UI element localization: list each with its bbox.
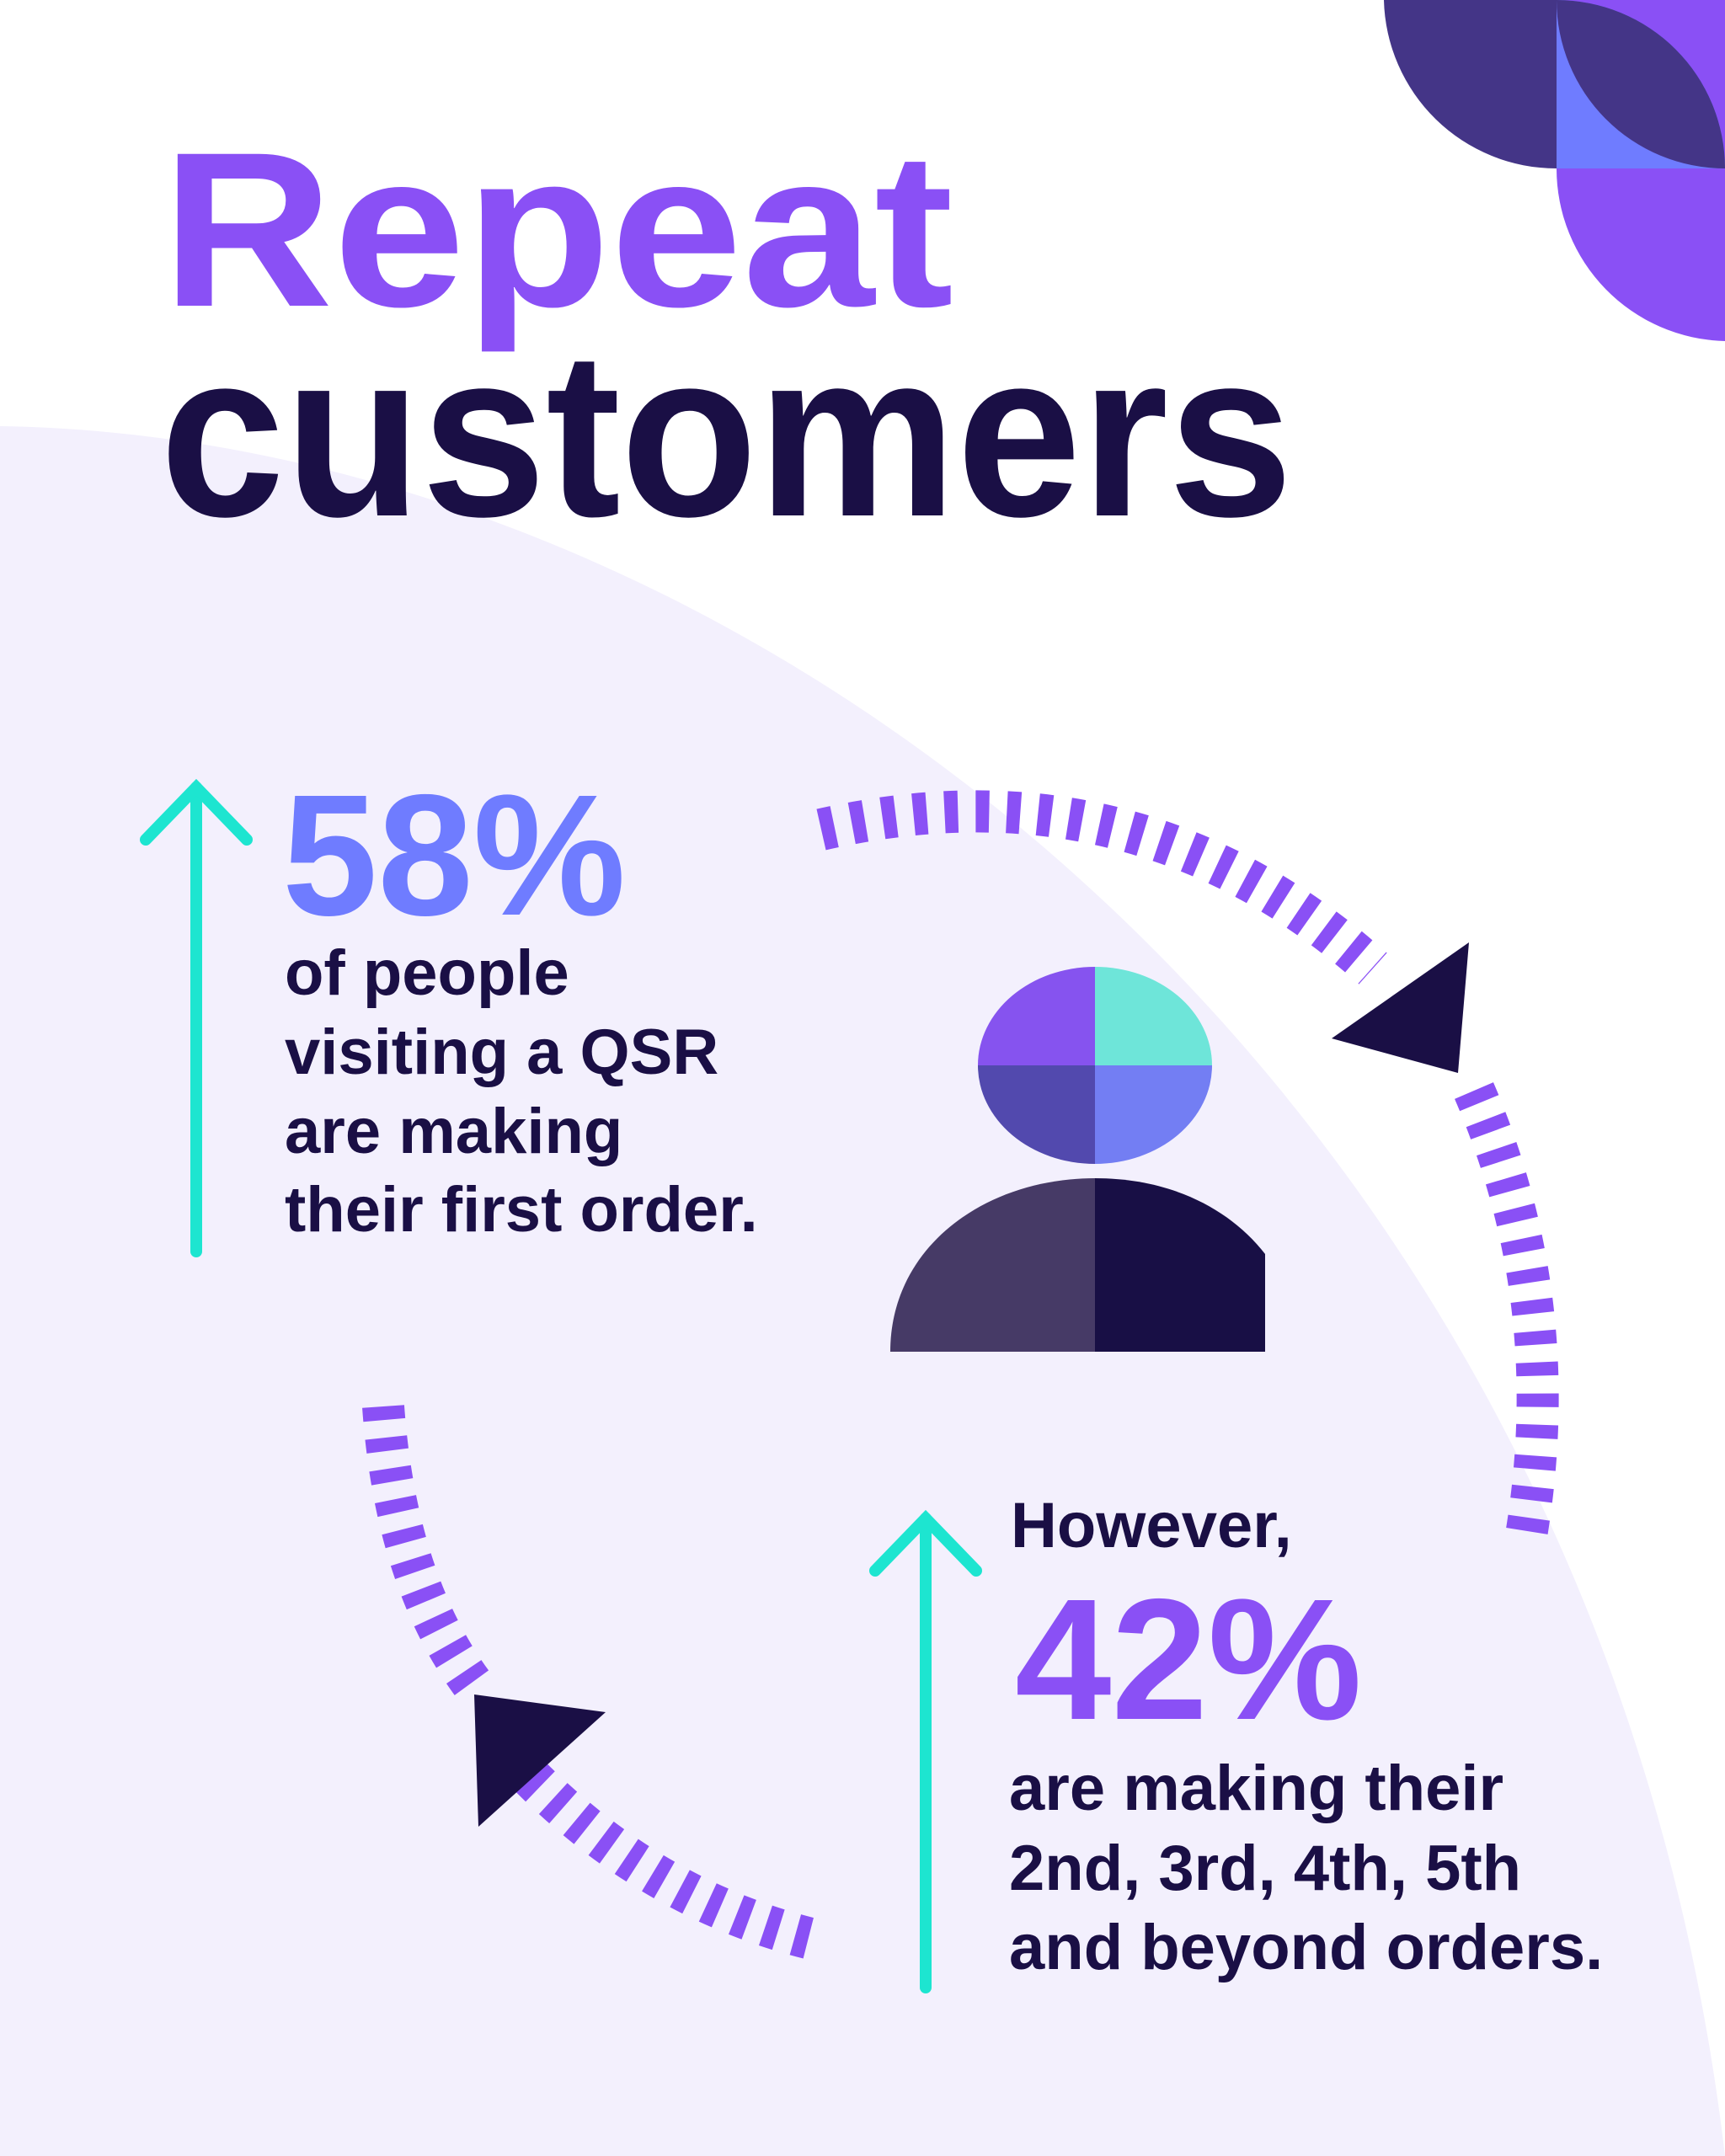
arrow-up-icon — [140, 778, 253, 1257]
stat-repeat-line: 2nd, 3rd, 4th, 5th — [1009, 1833, 1521, 1904]
arrow-up-icon — [869, 1509, 982, 1993]
stat-first-line: their first order. — [285, 1174, 758, 1246]
title-line-1: Repeat — [162, 106, 953, 354]
cycle-arrows-icon — [362, 790, 1559, 1962]
stat-first-line: visiting a QSR — [285, 1017, 718, 1088]
stat-repeat-line: and beyond orders. — [1009, 1912, 1603, 1983]
stat-first-line: of people — [285, 937, 569, 1009]
stat-repeat-line: are making their — [1009, 1753, 1503, 1824]
stat-first-line: are making — [285, 1096, 622, 1167]
cycle-arrowhead-icon — [474, 1694, 606, 1827]
stat-repeat-intro: However, — [1011, 1490, 1292, 1561]
cycle-arrowhead-icon — [1332, 942, 1469, 1073]
stat-repeat-value: 42% — [1015, 1563, 1362, 1756]
background-sweep — [0, 426, 1725, 2156]
stat-first-value: 58% — [282, 759, 626, 952]
person-icon — [890, 967, 1265, 1352]
corner-decoration — [1384, 0, 1725, 341]
title-line-2: customers — [160, 303, 1293, 566]
